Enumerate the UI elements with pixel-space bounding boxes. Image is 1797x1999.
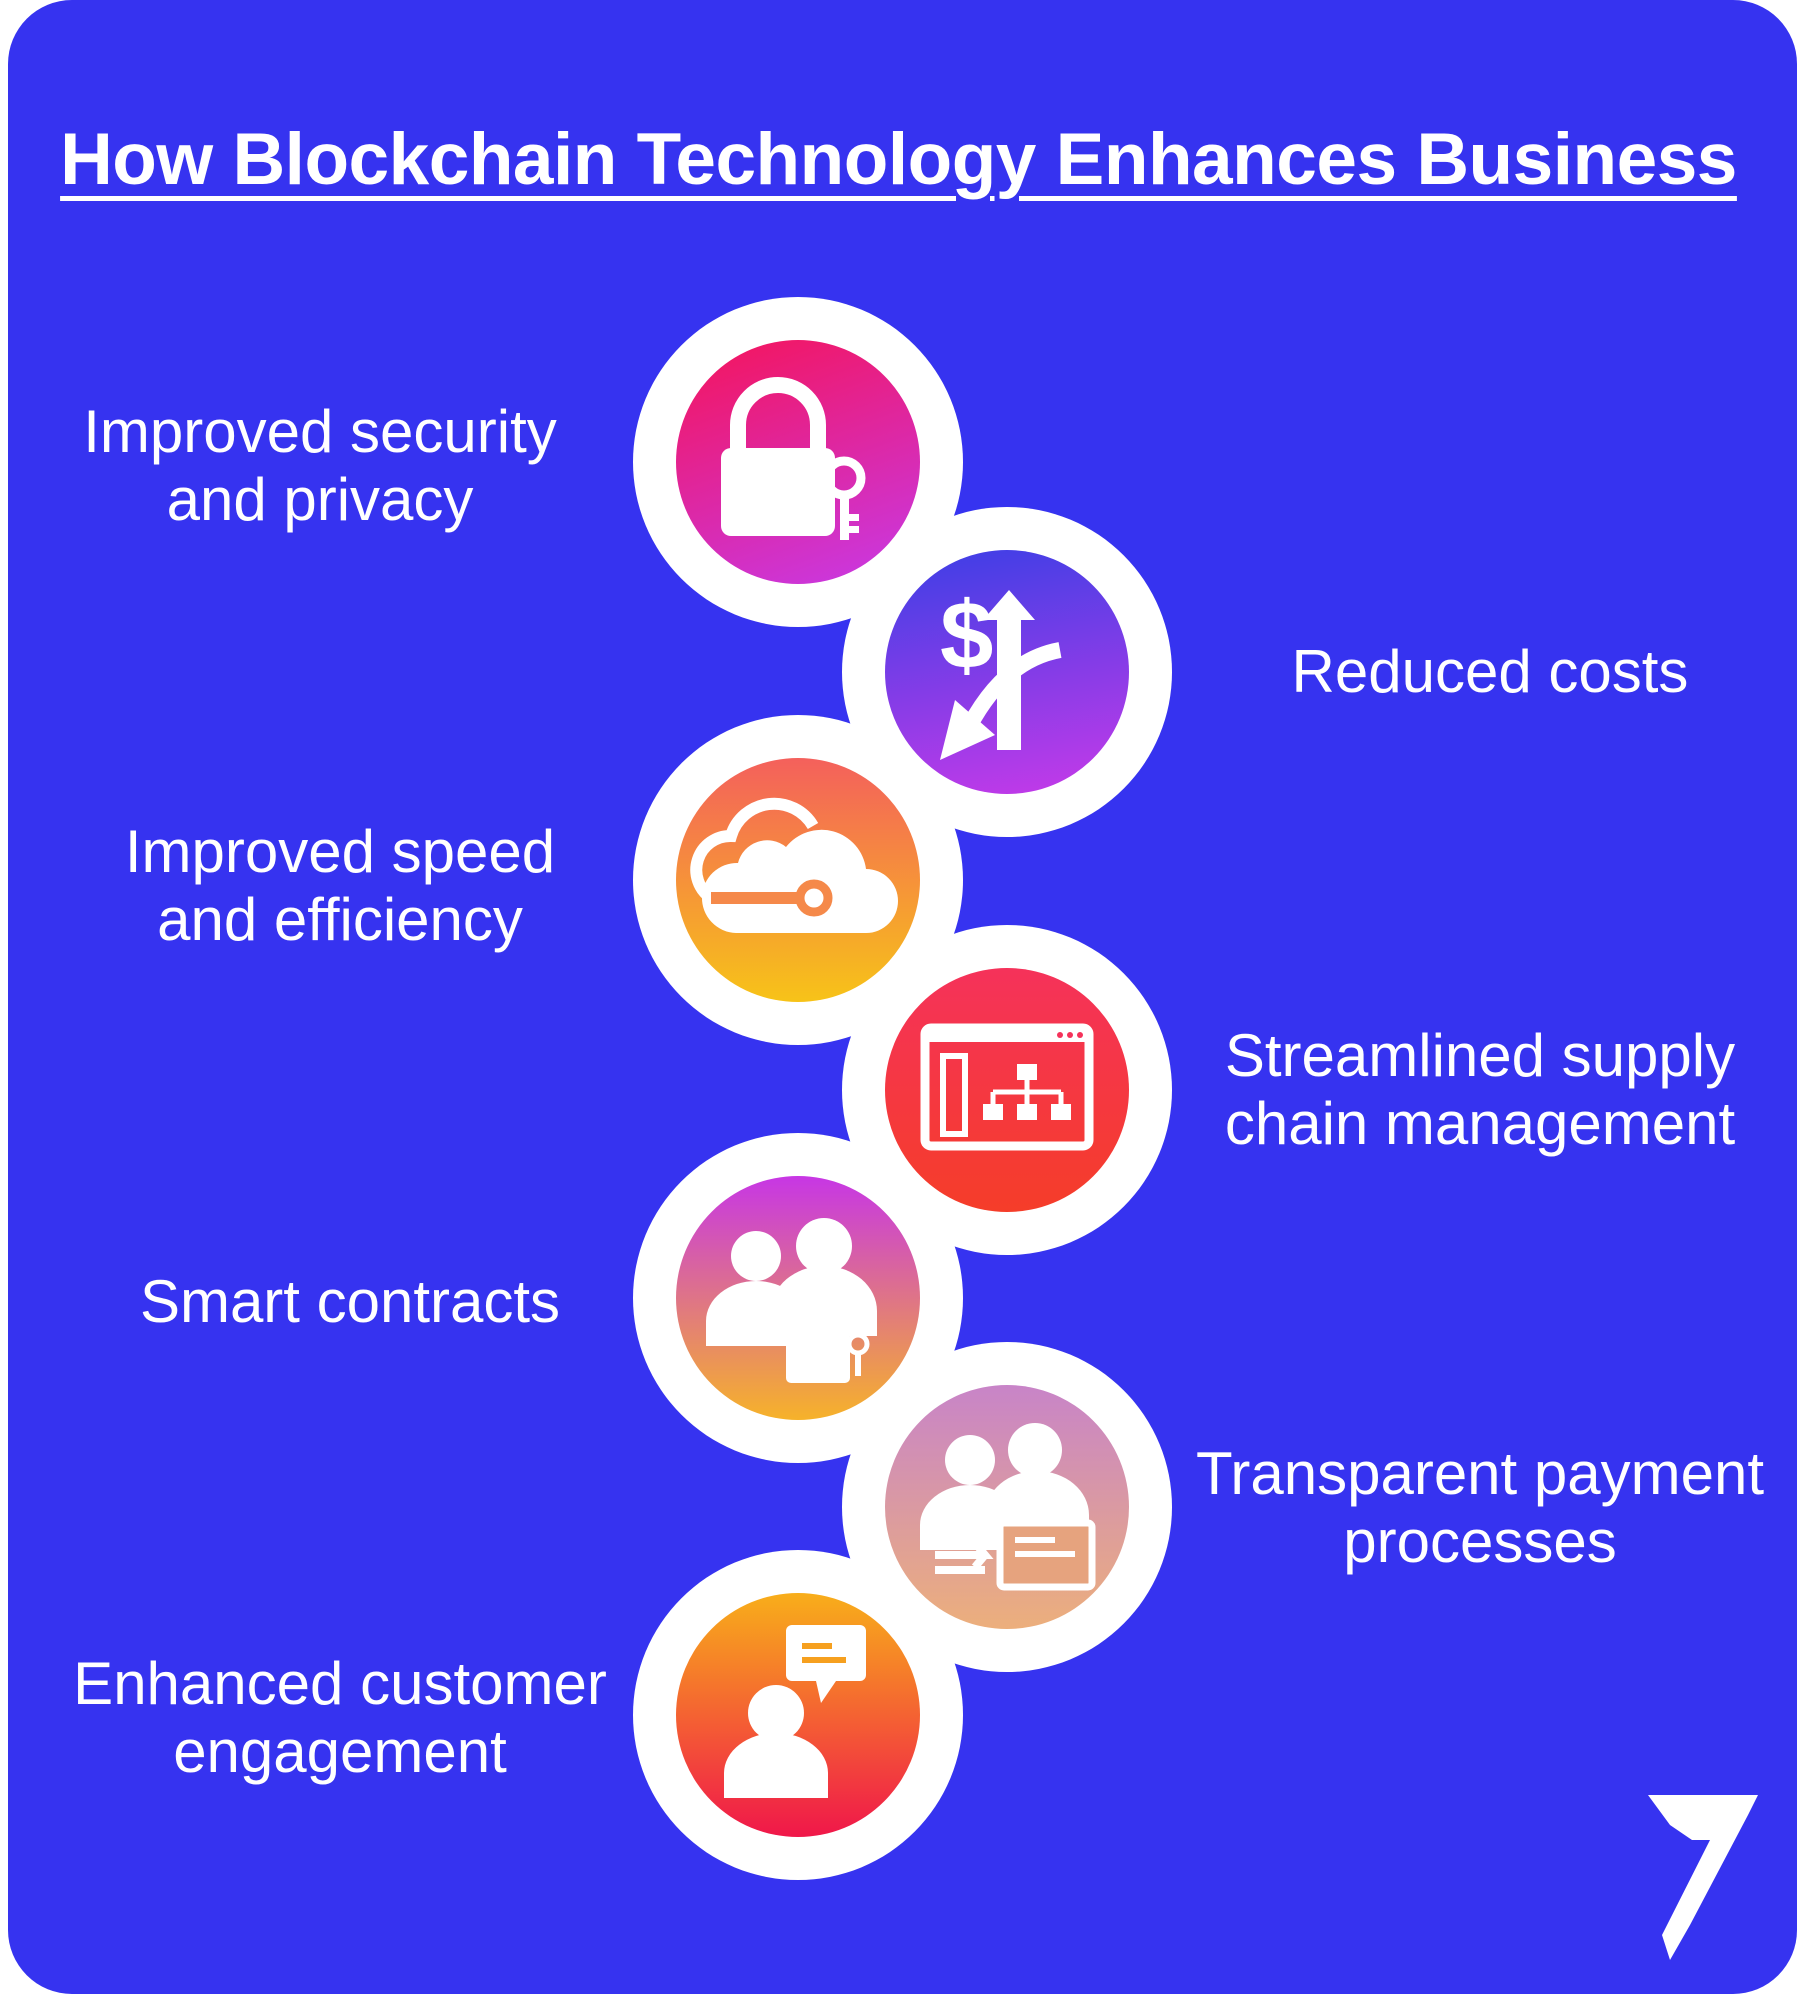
dollar-up-down-arrows-icon: $ xyxy=(885,550,1129,794)
feature-label-smart-contracts: Smart contracts xyxy=(139,1268,561,1335)
svg-text:$: $ xyxy=(940,582,993,689)
people-payment-icon xyxy=(885,1385,1129,1629)
page-title: How Blockchain Technology Enhances Busin… xyxy=(60,119,1737,200)
feature-circle-speed xyxy=(633,715,963,1045)
lock-key-icon xyxy=(676,340,920,584)
feature-circle-smart-contracts xyxy=(633,1133,963,1463)
cloud-connection-icon xyxy=(676,758,920,1002)
person-chat-icon xyxy=(676,1593,920,1837)
feature-circle-engagement xyxy=(633,1550,963,1880)
people-lock-icon xyxy=(676,1176,920,1420)
feature-label-costs: Reduced costs xyxy=(1291,638,1689,705)
seven-logo-icon xyxy=(1648,1795,1758,1960)
browser-hierarchy-icon xyxy=(885,968,1129,1212)
feature-circle-security xyxy=(633,297,963,627)
